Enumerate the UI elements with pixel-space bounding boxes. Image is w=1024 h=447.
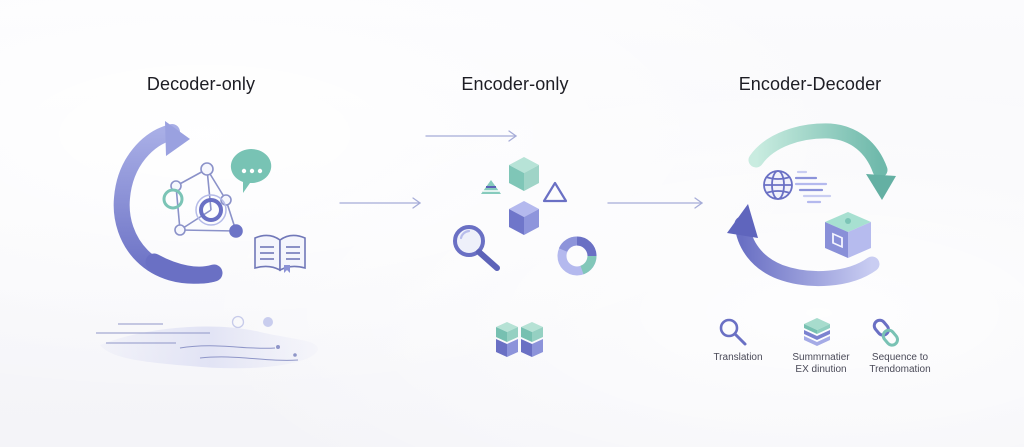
cycle-arrow-icon bbox=[748, 123, 896, 200]
search-icon bbox=[719, 318, 747, 346]
triangle-icon bbox=[481, 180, 501, 194]
triangle-icon bbox=[542, 181, 568, 203]
decoder-only-illustration bbox=[96, 121, 319, 369]
top-arrow-icon bbox=[425, 130, 518, 142]
encoder-only-title: Encoder-only bbox=[461, 74, 569, 94]
decoder-only-title: Decoder-only bbox=[146, 74, 256, 94]
encoder-only-illustration bbox=[453, 157, 597, 357]
cube-icon bbox=[509, 201, 539, 235]
open-book-icon bbox=[254, 234, 306, 273]
right-connector-arrow-icon bbox=[607, 197, 704, 209]
cube-icon bbox=[509, 157, 539, 191]
translation-caption: Translation bbox=[713, 352, 763, 363]
layers-icon bbox=[804, 318, 830, 346]
globe-icon bbox=[763, 170, 793, 200]
magnifier-icon bbox=[453, 225, 500, 271]
donut-chart-icon bbox=[557, 236, 597, 276]
left-connector-arrow-icon bbox=[339, 197, 422, 209]
link-icon bbox=[872, 318, 899, 347]
speed-lines-decoration bbox=[794, 170, 832, 204]
chat-bubble-icon bbox=[230, 149, 272, 193]
stacked-cubes-icon bbox=[496, 322, 543, 357]
cycle-arrow-icon bbox=[113, 121, 223, 284]
cycle-arrow-icon bbox=[727, 204, 880, 287]
encoder-decoder-title: Encoder-Decoder bbox=[738, 74, 882, 94]
summary-caption: Summrnatier EX dinution bbox=[792, 352, 850, 375]
sequence-caption: Sequence to Trendomation bbox=[869, 352, 931, 375]
connector-arrows bbox=[339, 130, 704, 209]
box-icon bbox=[825, 212, 871, 258]
flow-lines-decoration bbox=[96, 315, 319, 369]
encoder-decoder-illustration bbox=[719, 123, 899, 347]
network-graph-icon bbox=[162, 162, 243, 238]
